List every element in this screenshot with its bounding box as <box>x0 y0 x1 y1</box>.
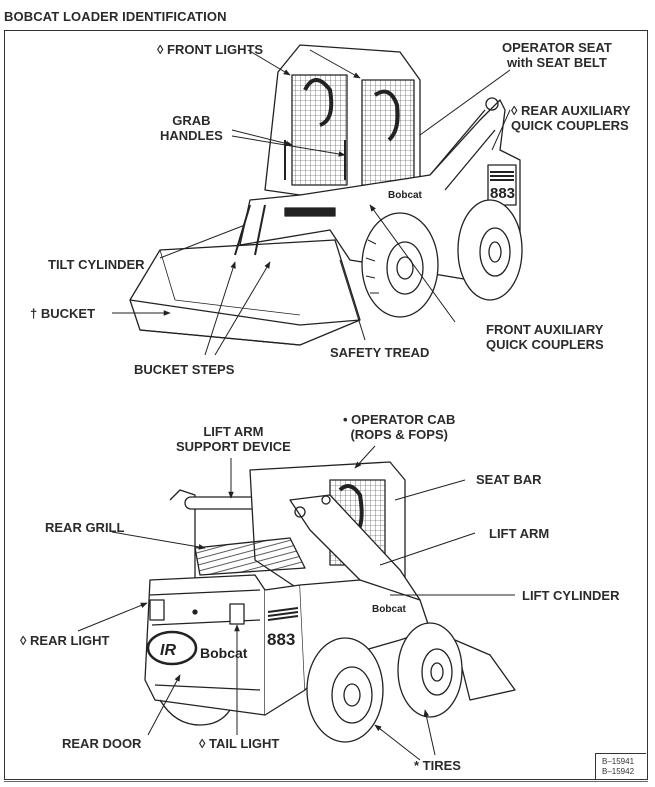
label-tilt-cylinder: TILT CYLINDER <box>48 257 145 272</box>
label-rear-aux-line1: ◊ REAR AUXILIARY <box>511 103 631 118</box>
label-lift-arm: LIFT ARM <box>489 526 550 541</box>
label-tires: * TIRES <box>414 758 461 773</box>
label-bucket: † BUCKET <box>30 306 96 321</box>
front-view-loader: 883 Bobcat <box>129 44 523 346</box>
label-front-aux-line2: QUICK COUPLERS <box>486 337 604 352</box>
figure-ref-2: B–15942 <box>602 767 635 776</box>
figure-ref-1: B–15941 <box>602 757 635 766</box>
label-grab-handles: GRAB HANDLES <box>160 113 223 143</box>
bottom-leader-lines <box>77 445 515 761</box>
rear-view-loader: IR Bobcat 883 Bobcat <box>144 461 516 743</box>
model-decal-rear: 883 <box>267 630 295 649</box>
brand-decal-rear: Bobcat <box>200 645 248 661</box>
label-operator-seat-line1: OPERATOR SEAT <box>502 40 612 55</box>
top-leader-lines <box>112 49 511 356</box>
brand-decal-top: Bobcat <box>388 190 423 201</box>
label-operator-cab-line2: (ROPS & FOPS) <box>350 427 448 442</box>
rear-tire-top <box>457 199 523 301</box>
label-rear-light: ◊ REAR LIGHT <box>20 633 110 648</box>
brand-decal-side: Bobcat <box>372 604 407 615</box>
label-operator-cab: • OPERATOR CAB (ROPS & FOPS) <box>343 412 455 442</box>
label-front-auxiliary-couplers: FRONT AUXILIARY QUICK COUPLERS <box>486 322 604 352</box>
diagram-frame <box>4 30 648 780</box>
ir-logo-decal: IR <box>160 642 176 659</box>
front-tire-right <box>397 622 463 718</box>
label-operator-seat-line2: with SEAT BELT <box>506 55 607 70</box>
bottom-rule <box>4 781 648 782</box>
label-front-aux-line1: FRONT AUXILIARY <box>486 322 604 337</box>
label-operator-cab-line1: • OPERATOR CAB <box>343 412 456 427</box>
label-lift-arm-support-line1: LIFT ARM <box>203 424 264 439</box>
label-seat-bar: SEAT BAR <box>476 472 542 487</box>
model-decal-top: 883 <box>490 185 515 202</box>
label-front-lights: ◊ FRONT LIGHTS <box>157 42 264 57</box>
front-tire-top <box>361 212 439 318</box>
label-lift-cylinder: LIFT CYLINDER <box>522 588 620 603</box>
label-operator-seat: OPERATOR SEAT with SEAT BELT <box>502 40 612 70</box>
label-grab-handles-line2: HANDLES <box>160 128 223 143</box>
label-lift-arm-support-line2: SUPPORT DEVICE <box>176 439 291 454</box>
page-title: BOBCAT LOADER IDENTIFICATION <box>4 9 227 24</box>
label-rear-grill: REAR GRILL <box>45 520 125 535</box>
label-rear-auxiliary-couplers: ◊ REAR AUXILIARY QUICK COUPLERS <box>511 103 631 133</box>
label-bucket-steps: BUCKET STEPS <box>134 362 235 377</box>
figure-reference-box: B–15941 B–15942 <box>595 753 646 780</box>
label-rear-aux-line2: QUICK COUPLERS <box>511 118 629 133</box>
label-safety-tread: SAFETY TREAD <box>330 345 430 360</box>
label-grab-handles-line1: GRAB <box>172 113 211 128</box>
label-tail-light: ◊ TAIL LIGHT <box>199 736 280 751</box>
rear-tire-left <box>306 637 384 743</box>
label-rear-door: REAR DOOR <box>62 736 142 751</box>
label-lift-arm-support-device: LIFT ARM SUPPORT DEVICE <box>176 424 291 454</box>
